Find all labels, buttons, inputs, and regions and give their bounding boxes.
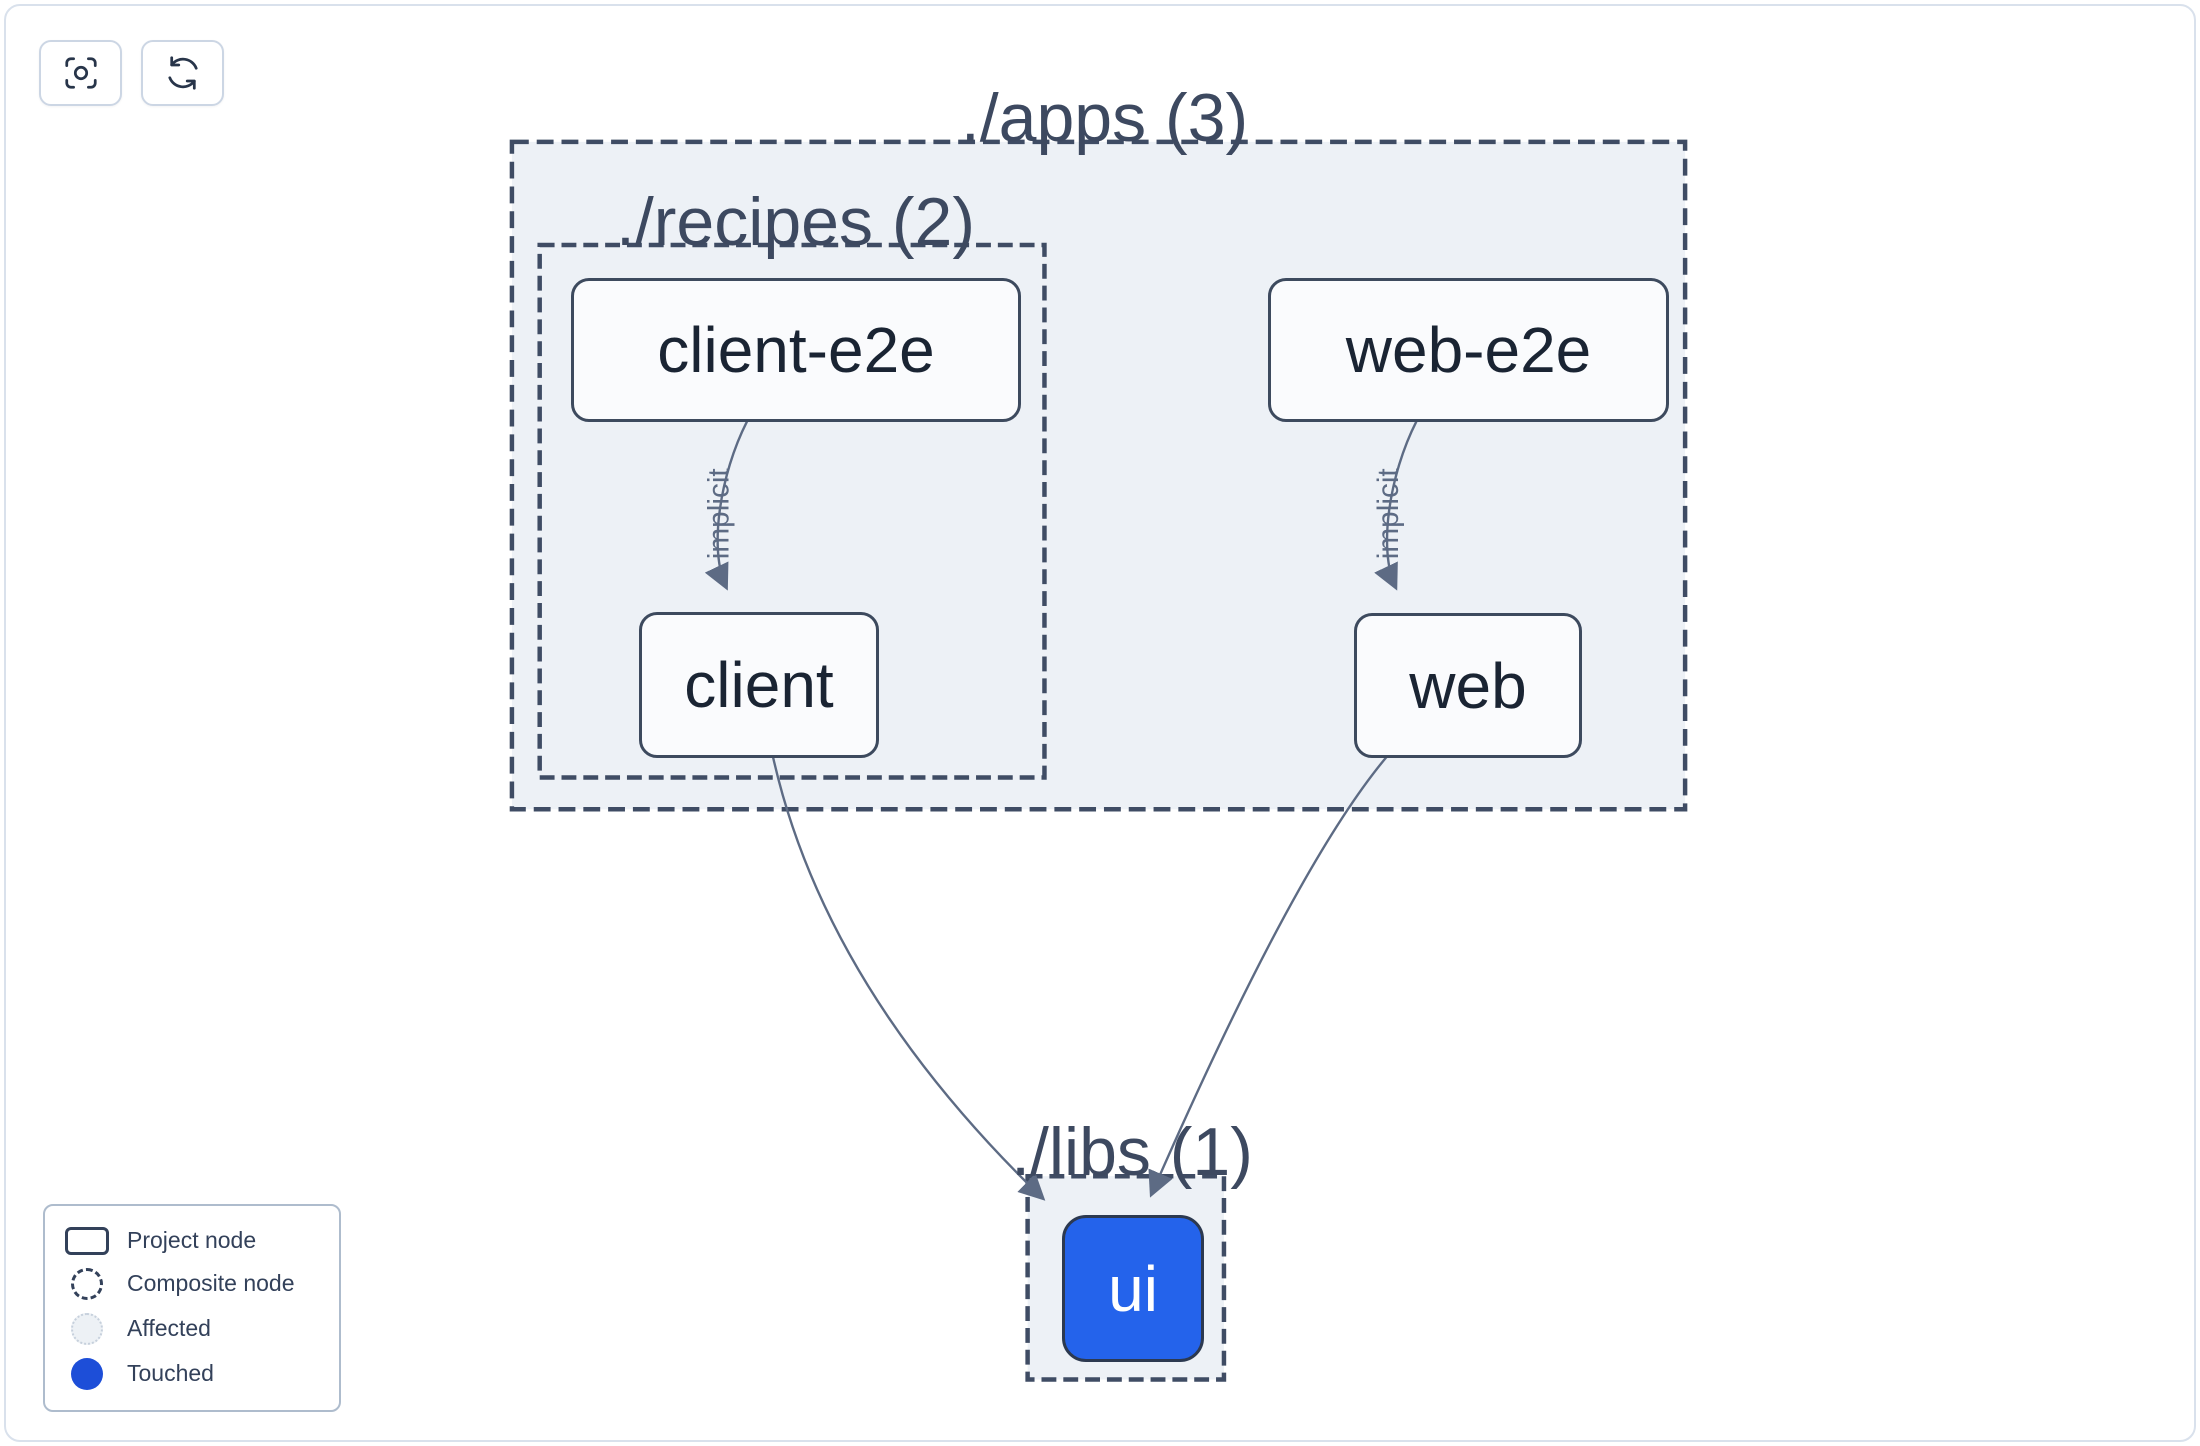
viewfinder-icon [64, 57, 97, 89]
composite-node-icon [71, 1267, 103, 1300]
legend-label: Composite node [127, 1270, 295, 1296]
refresh-graph-button[interactable] [141, 40, 224, 106]
legend-item-touched: Touched [57, 1357, 327, 1390]
project-node-web[interactable]: web [1354, 613, 1582, 758]
project-node-client[interactable]: client [639, 612, 879, 758]
touched-icon [71, 1357, 103, 1390]
edge-label-implicit-web: implicit [1372, 468, 1405, 560]
center-graph-button[interactable] [39, 40, 122, 106]
legend-label: Touched [127, 1360, 214, 1386]
composite-label-libs[interactable]: ./libs (1) [1011, 1114, 1253, 1190]
legend-label: Project node [127, 1227, 257, 1253]
project-node-ui[interactable]: ui [1062, 1215, 1204, 1362]
edge-client-to-ui[interactable] [771, 755, 1046, 1201]
legend-item-affected: Affected [57, 1312, 327, 1345]
refresh-icon [167, 56, 198, 90]
project-node-client-e2e[interactable]: client-e2e [571, 278, 1021, 422]
edge-client-e2e-to-client[interactable] [704, 420, 749, 591]
legend: Project node Composite node Affected Tou… [43, 1204, 341, 1412]
legend-item-composite-node: Composite node [57, 1267, 327, 1300]
affected-icon [71, 1312, 103, 1345]
composite-label-recipes[interactable]: ./recipes (2) [616, 184, 975, 260]
edge-web-to-ui[interactable] [1148, 754, 1389, 1198]
legend-label: Affected [127, 1315, 211, 1341]
edge-label-implicit-client: implicit [703, 468, 736, 560]
graph-canvas[interactable]: implicit implicit ./apps (3) ./recipes (… [4, 4, 2196, 1442]
composite-label-apps[interactable]: ./apps (3) [960, 80, 1249, 156]
legend-item-project-node: Project node [57, 1226, 327, 1255]
project-node-icon [65, 1226, 109, 1255]
project-node-web-e2e[interactable]: web-e2e [1268, 278, 1669, 422]
edge-web-e2e-to-web[interactable] [1374, 420, 1418, 591]
